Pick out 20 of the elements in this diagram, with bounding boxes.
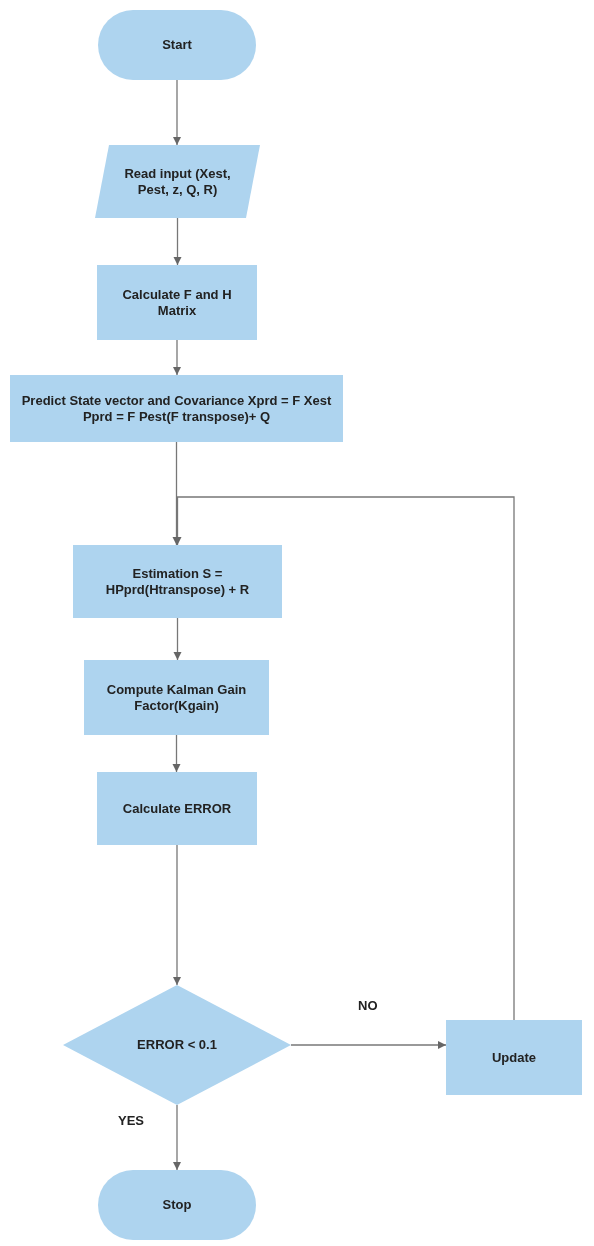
process-box: Predict State vector and Covariance Xprd = F Xest Pprd = F Pest(F transpose)+ Q xyxy=(10,375,343,442)
process-box: Compute Kalman Gain Factor(Kgain) xyxy=(84,660,269,735)
arrow xyxy=(172,734,181,773)
arrow xyxy=(173,79,181,146)
terminal-shape: Stop xyxy=(98,1170,256,1240)
edge-label: NO xyxy=(356,998,380,1013)
arrow xyxy=(290,1041,447,1049)
arrow xyxy=(173,1104,181,1171)
input-parallelogram: Read input (Xest, Pest, z, Q, R) xyxy=(95,145,260,218)
process-box: Calculate F and H Matrix xyxy=(97,265,257,340)
decision-diamond: ERROR < 0.1 xyxy=(63,985,291,1105)
arrow xyxy=(173,844,181,986)
arrow xyxy=(173,617,182,661)
process-box: Calculate ERROR xyxy=(97,772,257,845)
arrow xyxy=(173,217,182,266)
arrow xyxy=(173,339,181,376)
edge-label: YES xyxy=(116,1113,146,1128)
process-box: Estimation S = HPprd(Htranspose) + R xyxy=(73,545,282,618)
terminal-shape: Start xyxy=(98,10,256,80)
process-box: Update xyxy=(446,1020,582,1095)
